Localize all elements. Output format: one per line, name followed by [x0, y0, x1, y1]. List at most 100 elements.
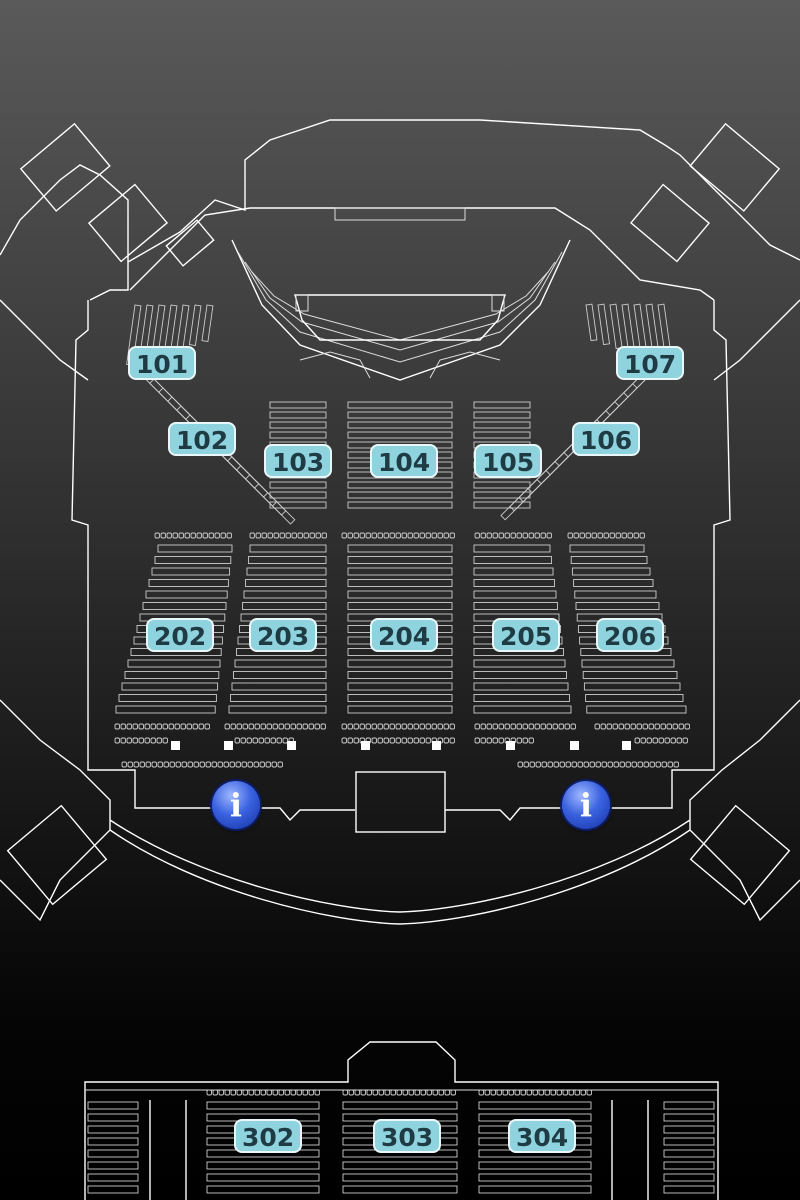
section-304[interactable]: 304: [508, 1119, 577, 1153]
seat-row: [269, 411, 327, 419]
seat: [535, 761, 541, 768]
seat: [290, 723, 296, 730]
seat: [589, 761, 595, 768]
seat: [139, 761, 145, 768]
section-303[interactable]: 303: [373, 1119, 442, 1153]
seat: [229, 761, 235, 768]
seat-row: [473, 481, 531, 489]
section-204[interactable]: 204: [370, 618, 439, 652]
section-103[interactable]: 103: [264, 444, 333, 478]
seat: [162, 723, 168, 730]
section-107[interactable]: 107: [616, 346, 685, 380]
seat-row: [118, 694, 217, 702]
section-101[interactable]: 101: [128, 346, 197, 380]
section-106[interactable]: 106: [572, 422, 641, 456]
seat-row: [248, 556, 327, 564]
floor-seating: [126, 303, 673, 525]
seat: [631, 761, 637, 768]
seat: [498, 723, 504, 730]
seat-row: [473, 671, 567, 679]
section-105[interactable]: 105: [474, 444, 543, 478]
seat-row: [663, 1137, 715, 1146]
seat-row: [269, 421, 327, 429]
seat: [384, 1089, 390, 1096]
seat: [267, 532, 273, 539]
seat: [492, 723, 498, 730]
section-104[interactable]: 104: [370, 444, 439, 478]
seat: [321, 532, 327, 539]
seat: [181, 761, 187, 768]
seat: [192, 723, 198, 730]
seat: [550, 1089, 556, 1096]
seat: [246, 737, 252, 744]
seat: [265, 761, 271, 768]
seat: [594, 723, 600, 730]
seat-row: [347, 481, 453, 489]
seat: [272, 723, 278, 730]
seat: [163, 761, 169, 768]
seat: [443, 532, 449, 539]
seat: [114, 737, 120, 744]
seat: [212, 1089, 218, 1096]
seat: [154, 532, 160, 539]
section-202[interactable]: 202: [146, 618, 215, 652]
seat: [449, 532, 455, 539]
info-icon[interactable]: i: [212, 781, 260, 829]
seat-row: [233, 671, 327, 679]
seat-row: [473, 659, 566, 668]
section-203[interactable]: 203: [249, 618, 318, 652]
seat: [613, 761, 619, 768]
seat: [214, 532, 220, 539]
seat: [401, 532, 407, 539]
seat: [347, 737, 353, 744]
seat: [206, 1089, 212, 1096]
seat: [303, 532, 309, 539]
seat-row: [586, 705, 687, 714]
seat: [282, 737, 288, 744]
seat: [196, 532, 202, 539]
seat: [126, 723, 132, 730]
seat-row: [145, 590, 228, 599]
seat: [359, 723, 365, 730]
seat: [528, 723, 534, 730]
seat: [178, 532, 184, 539]
seat: [174, 723, 180, 730]
seat-row: [347, 501, 453, 509]
seat: [522, 532, 528, 539]
seat-row: [87, 1149, 139, 1158]
seat-row: [663, 1101, 715, 1110]
seat: [450, 1089, 456, 1096]
section-206[interactable]: 206: [596, 618, 665, 652]
info-icon[interactable]: i: [562, 781, 610, 829]
seat: [443, 737, 449, 744]
seat: [508, 1089, 514, 1096]
seat: [284, 723, 290, 730]
seat: [478, 1089, 484, 1096]
seat-row: [234, 659, 327, 668]
seat: [341, 737, 347, 744]
seat: [114, 723, 120, 730]
seat: [371, 737, 377, 744]
seat: [573, 532, 579, 539]
seat: [273, 532, 279, 539]
seat: [413, 723, 419, 730]
seat: [407, 737, 413, 744]
seat: [636, 723, 642, 730]
seat: [408, 1089, 414, 1096]
seat: [126, 737, 132, 744]
seat: [591, 532, 597, 539]
seat: [308, 1089, 314, 1096]
seat-row: [347, 401, 453, 409]
section-102[interactable]: 102: [168, 422, 237, 456]
seat: [180, 723, 186, 730]
seat: [261, 532, 267, 539]
seat: [553, 761, 559, 768]
seat: [315, 532, 321, 539]
seat: [259, 761, 265, 768]
seat: [383, 723, 389, 730]
section-302[interactable]: 302: [234, 1119, 303, 1153]
section-205[interactable]: 205: [492, 618, 561, 652]
seat: [144, 737, 150, 744]
seat: [480, 723, 486, 730]
